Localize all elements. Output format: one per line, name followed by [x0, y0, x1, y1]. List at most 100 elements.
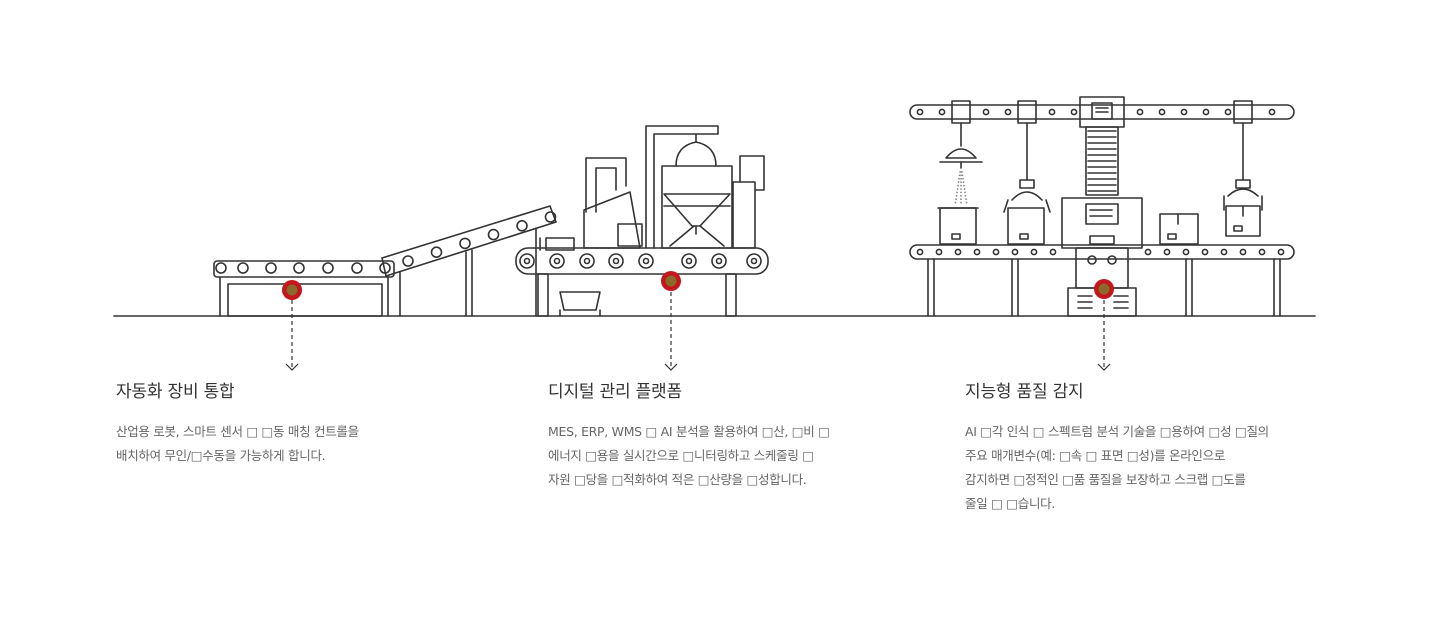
product-box-1: [937, 207, 979, 245]
roller-hub: [553, 257, 561, 265]
conveyor-hole: [1182, 248, 1190, 256]
roller: [379, 262, 391, 274]
spray-head: [939, 122, 983, 169]
spray-dot: [960, 181, 962, 184]
conveyor-holes: [916, 248, 1285, 256]
rail-hole: [1180, 108, 1188, 116]
section-quality-inspection: 지능형 품질 감지 AI □각 인식 □ 스펙트럼 분석 기술을 □용하여 □성…: [965, 378, 1355, 516]
product-box-4: [1225, 205, 1261, 237]
conveyor-hole: [1239, 248, 1247, 256]
spray-dot: [960, 177, 962, 180]
section-title: 디지털 관리 플랫폼: [548, 382, 682, 402]
spray-dot: [960, 188, 962, 190]
description-line: 주요 매개변수(예: □속 □ 표면 □성)를 온라인으로: [965, 448, 1226, 463]
spray-dot: [960, 198, 962, 201]
roller: [519, 253, 535, 269]
rail-hole: [916, 108, 924, 116]
roller: [265, 262, 277, 274]
spray-dot: [960, 201, 962, 204]
roller: [544, 211, 557, 223]
conveyor-hole: [1144, 248, 1152, 256]
section-description: AI □각 인식 □ 스펙트럼 분석 기술을 □용하여 □성 □질의 주요 매개…: [965, 420, 1355, 516]
leader-arrow-2: [664, 292, 678, 371]
rail-hole: [1268, 108, 1276, 116]
hotspot-center: [1098, 283, 1110, 295]
spray-dot: [961, 171, 963, 173]
conveyor-hole: [992, 248, 1000, 256]
rail-hole: [1048, 108, 1056, 116]
roller: [746, 253, 762, 269]
hotspot-quality-inspection[interactable]: [1094, 279, 1114, 299]
section-description: MES, ERP, WMS □ AI 분석을 활용하여 □산, □비 □ 에너지…: [548, 420, 918, 492]
conveyor-hole: [1030, 248, 1038, 256]
conveyor-rollers: [215, 211, 557, 274]
conveyor-hole: [1049, 248, 1057, 256]
hotspot-center: [286, 284, 298, 296]
spray-dot: [957, 184, 959, 187]
roller: [711, 253, 727, 269]
spray-dot: [958, 174, 961, 177]
processing-machine: [515, 125, 769, 317]
spray-dot: [965, 198, 967, 201]
spray-dot: [960, 184, 962, 187]
spray-dot: [956, 188, 959, 190]
gripper-arm-2: [1223, 122, 1263, 211]
spray-dot: [962, 177, 964, 180]
roller: [351, 262, 363, 274]
description-line: MES, ERP, WMS □ AI 분석을 활용하여 □산, □비 □: [548, 424, 830, 439]
rail-hole: [1070, 108, 1078, 116]
spray-dot: [954, 201, 957, 204]
spray-dot: [964, 194, 967, 197]
conveyor-hole: [1258, 248, 1266, 256]
roller: [459, 237, 471, 250]
inspection-tower: [1079, 96, 1125, 196]
tower-bellows: [1087, 130, 1117, 192]
spray-dot: [965, 201, 968, 204]
spray-dot: [955, 194, 958, 197]
roller-hub: [523, 257, 531, 265]
roller-hub: [685, 257, 693, 265]
spray-dot: [962, 181, 965, 184]
roller: [579, 253, 595, 269]
bottom-conveyor: [909, 244, 1295, 317]
description-line: 자원 □당을 □적화하여 적은 □산량을 □성합니다.: [548, 472, 807, 487]
rail-holes: [916, 108, 1276, 116]
roller-hub: [642, 257, 650, 265]
spray-dot: [961, 174, 964, 177]
roller-hub: [750, 257, 758, 265]
spray-dot: [964, 191, 966, 194]
conveyor-hole: [1201, 248, 1209, 256]
conveyor-hole: [935, 248, 943, 256]
spray-dot: [956, 191, 958, 194]
spray-dot: [960, 174, 962, 177]
spray-dot: [960, 191, 962, 194]
roller: [430, 246, 443, 258]
roller-hub: [583, 257, 591, 265]
section-digital-platform: 디지털 관리 플랫폼 MES, ERP, WMS □ AI 분석을 활용하여 □…: [548, 378, 918, 492]
rail-hole: [982, 108, 990, 116]
rail-hole: [938, 108, 946, 116]
description-line: AI □각 인식 □ 스펙트럼 분석 기술을 □용하여 □성 □질의: [965, 424, 1269, 439]
hotspot-center: [665, 275, 677, 287]
roller: [638, 253, 654, 269]
conveyor-hole: [1220, 248, 1228, 256]
spray-dot: [957, 181, 960, 184]
spray-dot: [960, 194, 962, 197]
hotspot-automation-equipment[interactable]: [282, 280, 302, 300]
rail-hole: [1136, 108, 1144, 116]
conveyor-hole: [916, 248, 924, 256]
spray-particles: [954, 171, 968, 204]
rail-hole: [1004, 108, 1012, 116]
leader-arrow-1: [285, 300, 299, 371]
spray-dot: [963, 184, 965, 187]
section-automation-equipment: 자동화 장비 통합 산업용 로봇, 스마트 센서 □ □동 매칭 컨트롤을 배치…: [116, 378, 456, 468]
leader-arrow-3: [1097, 300, 1111, 371]
roller: [608, 253, 624, 269]
section-description: 산업용 로봇, 스마트 센서 □ □동 매칭 컨트롤을 배치하여 무인/□수동을…: [116, 420, 456, 468]
roller-hub: [612, 257, 620, 265]
product-box-3: [1159, 213, 1199, 245]
hotspot-digital-platform[interactable]: [661, 271, 681, 291]
conveyor-hole: [1163, 248, 1171, 256]
roller: [681, 253, 697, 269]
